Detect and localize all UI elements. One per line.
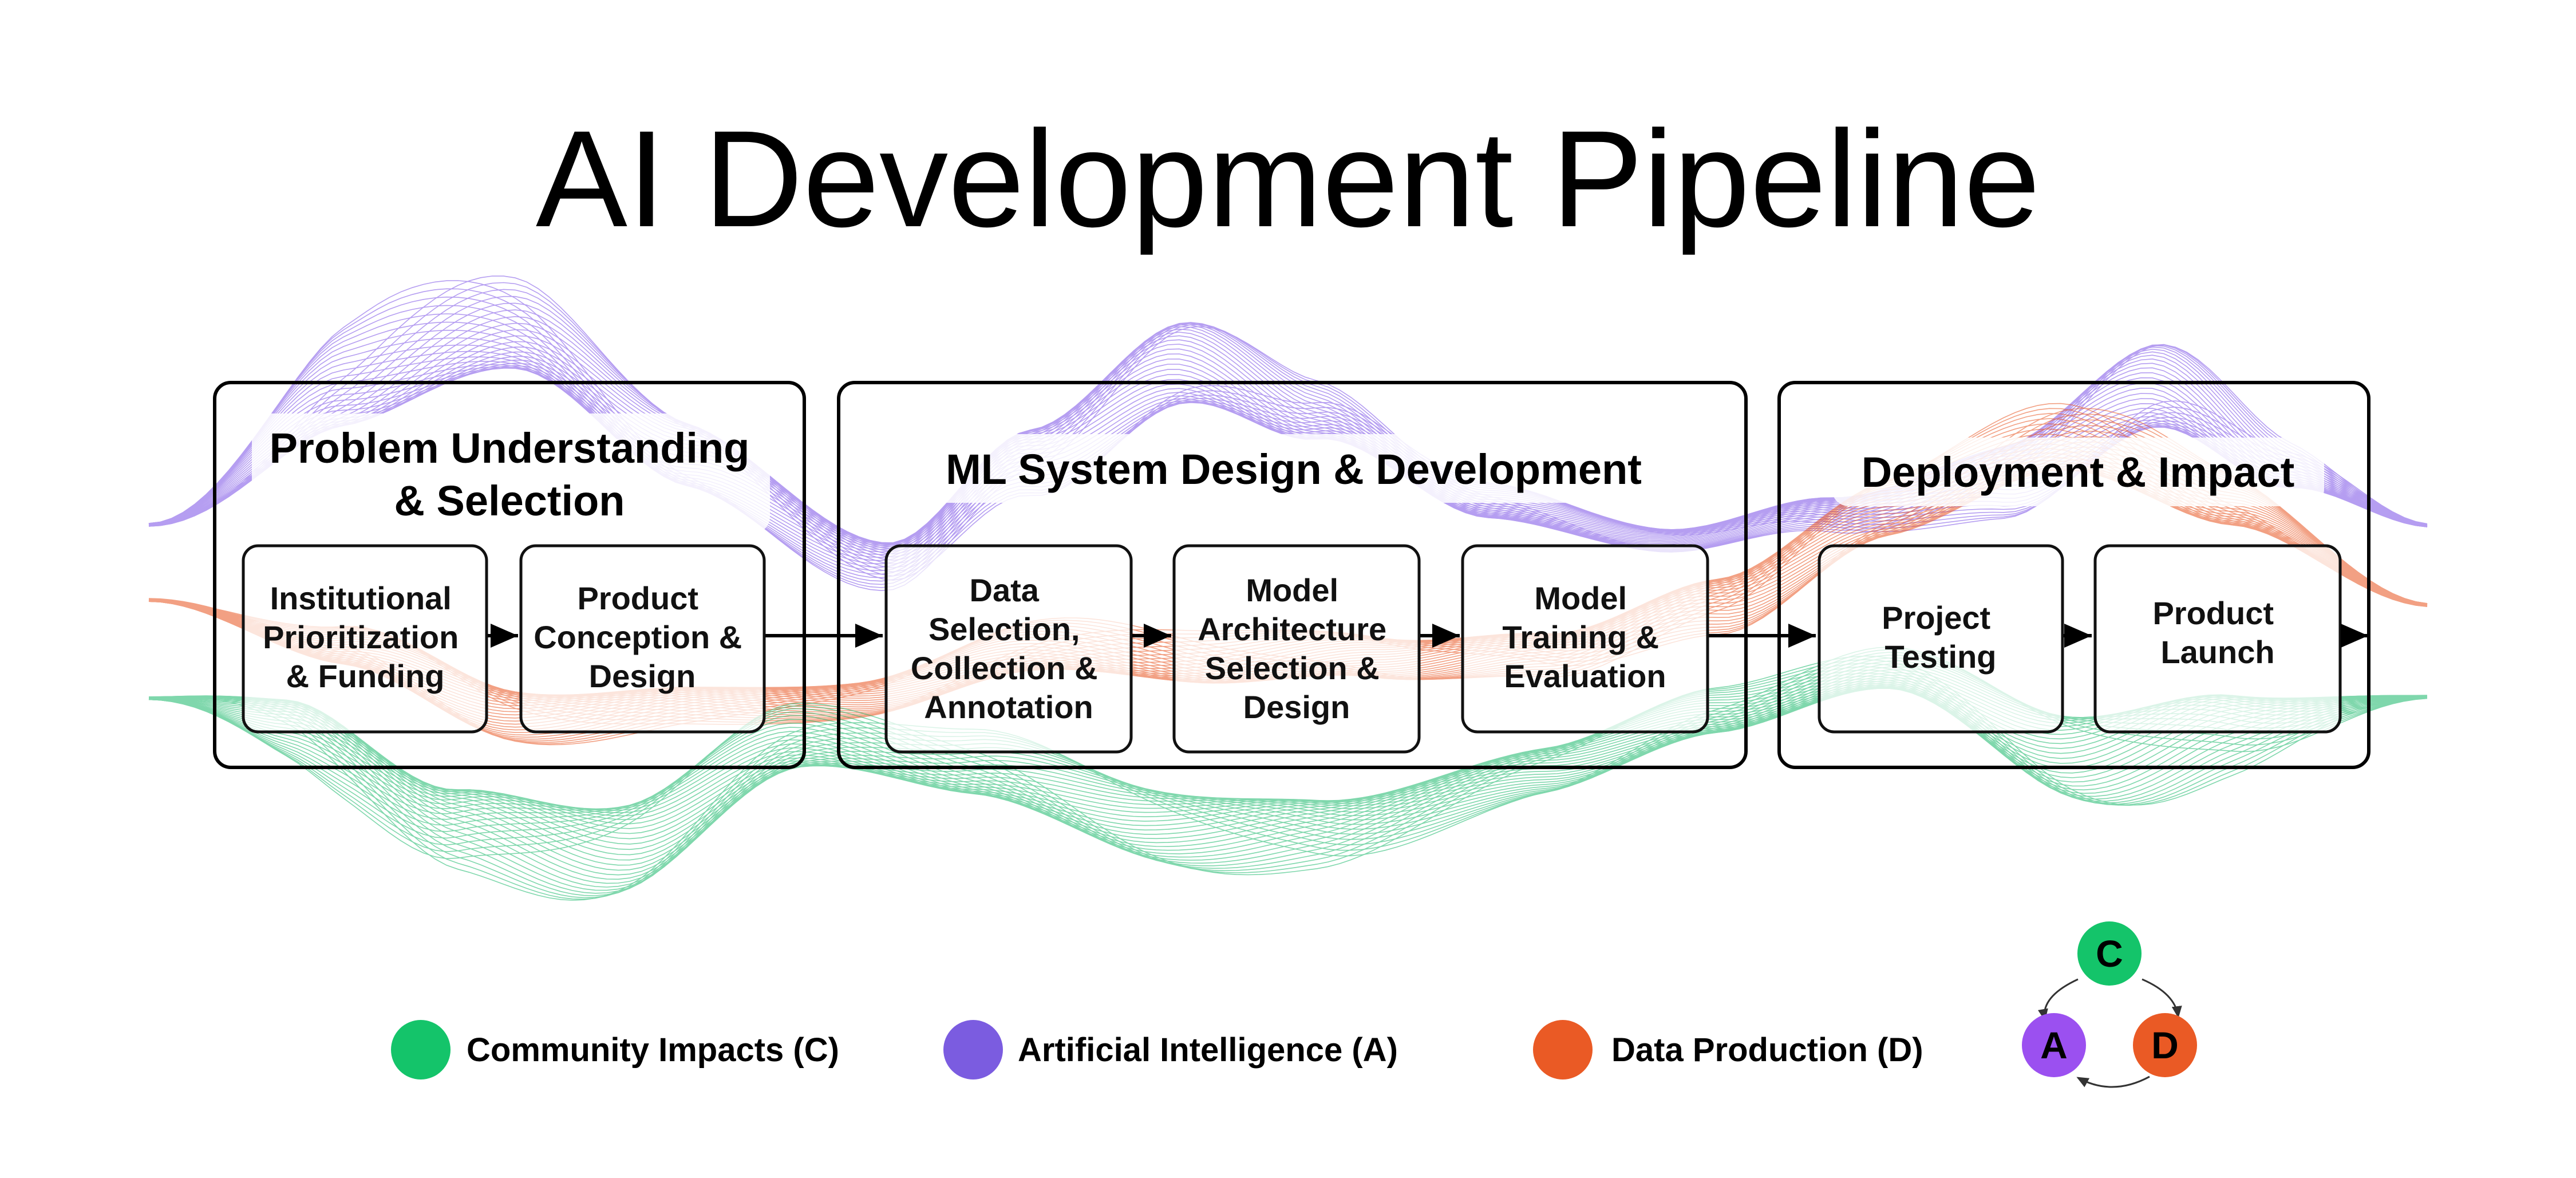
- step-box-product-launch: [2093, 544, 2342, 734]
- stage-title-ml-system-design: ML System Design & Development: [946, 446, 1642, 493]
- step-label-product-conception: Product Conception & Design: [534, 580, 751, 694]
- legend-swatch-data: [1533, 1020, 1593, 1079]
- ribbon-line: [148, 666, 2428, 869]
- stage-title-bg: [1832, 438, 2324, 506]
- stage-title-problem-understanding-line2: & Selection: [394, 477, 625, 525]
- step-label-model-training: Model Training & Evaluation: [1502, 580, 1668, 694]
- stage-title-deployment-impact: Deployment & Impact: [1862, 448, 2295, 496]
- ribbon-line: [148, 684, 2428, 848]
- cycle-node-d-label: D: [2151, 1024, 2179, 1066]
- cycle-node-c: [2077, 921, 2142, 986]
- step-label-product-launch: Product Launch: [2152, 595, 2282, 670]
- legend-label-data: Data Production (D): [1611, 1031, 1923, 1069]
- ribbon-line: [148, 339, 2428, 555]
- cycle-node-a-label: A: [2040, 1024, 2068, 1066]
- step-label-data-selection: Data Selection, Collection & Annotation: [911, 572, 1107, 725]
- stage-title-problem-understanding: Problem Understanding: [270, 424, 750, 472]
- ribbon-line: [148, 687, 2427, 840]
- ribbon-line: [148, 680, 2428, 854]
- step-label-model-architecture: Model Architecture Selection & Design: [1198, 572, 1395, 725]
- cycle-node-a: [2022, 1013, 2086, 1077]
- legend-swatch-community: [391, 1020, 451, 1079]
- ribbon-line: [148, 659, 2428, 873]
- ribbon-line: [148, 679, 2428, 861]
- cycle-node-d: [2133, 1013, 2197, 1077]
- stage-title-bg: [252, 413, 770, 534]
- cycle-arrow: [2038, 978, 2079, 1021]
- cycle-arrow: [2076, 1075, 2150, 1088]
- stage-frame-ml-system-design: [837, 381, 1748, 769]
- ribbon-line: [148, 353, 2428, 548]
- step-box-project-testing: [1818, 544, 2064, 734]
- stage-title-bg: [919, 434, 1669, 503]
- step-box-model-architecture: [1172, 544, 1421, 754]
- stage-frame-deployment-impact: [1777, 381, 2370, 769]
- step-box-institutional-prioritization: [242, 544, 488, 734]
- page-title: AI Development Pipeline: [536, 102, 2040, 255]
- cycle-diagram: C A D: [2022, 921, 2197, 1088]
- ribbon-line: [148, 663, 2428, 872]
- step-box-data-selection: [884, 544, 1133, 754]
- ribbon-line: [148, 687, 2427, 835]
- ribbon-line: [148, 335, 2428, 558]
- step-box-product-conception: [519, 544, 766, 734]
- cycle-node-c-label: C: [2096, 932, 2123, 975]
- legend-swatch-ai: [943, 1020, 1003, 1079]
- step-label-institutional-prioritization: Institutional Prioritization & Funding: [263, 580, 468, 694]
- cycle-arrow: [2142, 978, 2182, 1018]
- legend-label-ai: Artificial Intelligence (A): [1018, 1031, 1398, 1069]
- legend-label-community: Community Impacts (C): [467, 1031, 839, 1069]
- ribbon-line: [148, 296, 2428, 585]
- step-label-project-testing: Project Testing: [1882, 600, 1999, 675]
- stage-frame-problem-understanding: [213, 381, 806, 769]
- ribbon-line: [148, 683, 2428, 851]
- step-box-model-training: [1461, 544, 1709, 734]
- legend: Community Impacts (C) Artificial Intelli…: [391, 1020, 1923, 1079]
